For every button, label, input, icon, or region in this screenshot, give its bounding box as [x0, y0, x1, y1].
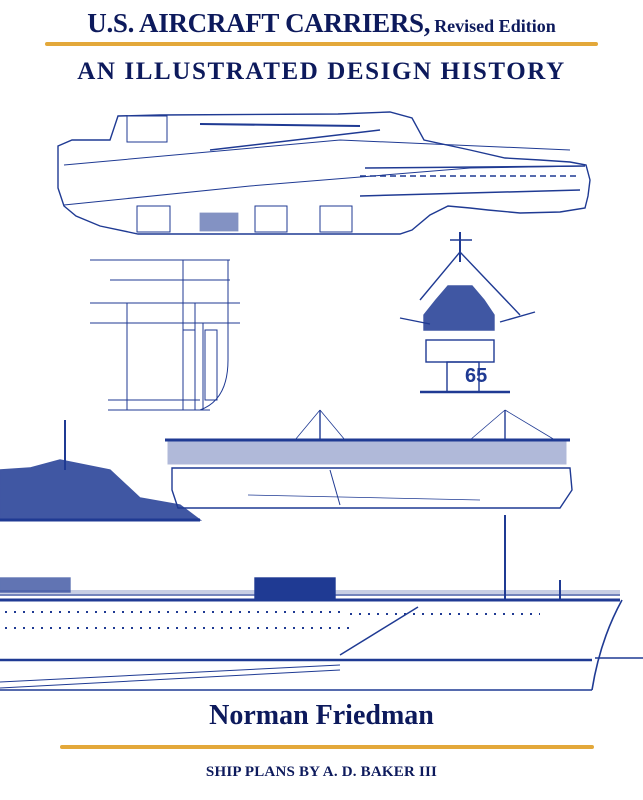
hull-section-diagram — [90, 259, 240, 411]
early-carrier-profile — [165, 409, 573, 509]
ship-plans-credit: SHIP PLANS BY A. D. BAKER III — [205, 764, 438, 780]
title-text: U.S. AIRCRAFT CARRIERS, — [87, 8, 431, 38]
bottom-gold-rule — [60, 745, 594, 749]
book-subtitle: AN ILLUSTRATED DESIGN HISTORY — [77, 58, 566, 85]
carrier-bow-profile: 65 — [0, 365, 643, 691]
top-gold-rule — [45, 42, 598, 46]
carrier-flight-deck-plan — [57, 111, 591, 235]
island-hull-number: 65 — [465, 365, 487, 387]
edition-text: Revised Edition — [434, 16, 556, 36]
carrier-island-front-view — [399, 232, 536, 394]
book-title: U.S. AIRCRAFT CARRIERS, Revised Edition — [0, 8, 643, 39]
book-author: Norman Friedman — [209, 700, 434, 731]
